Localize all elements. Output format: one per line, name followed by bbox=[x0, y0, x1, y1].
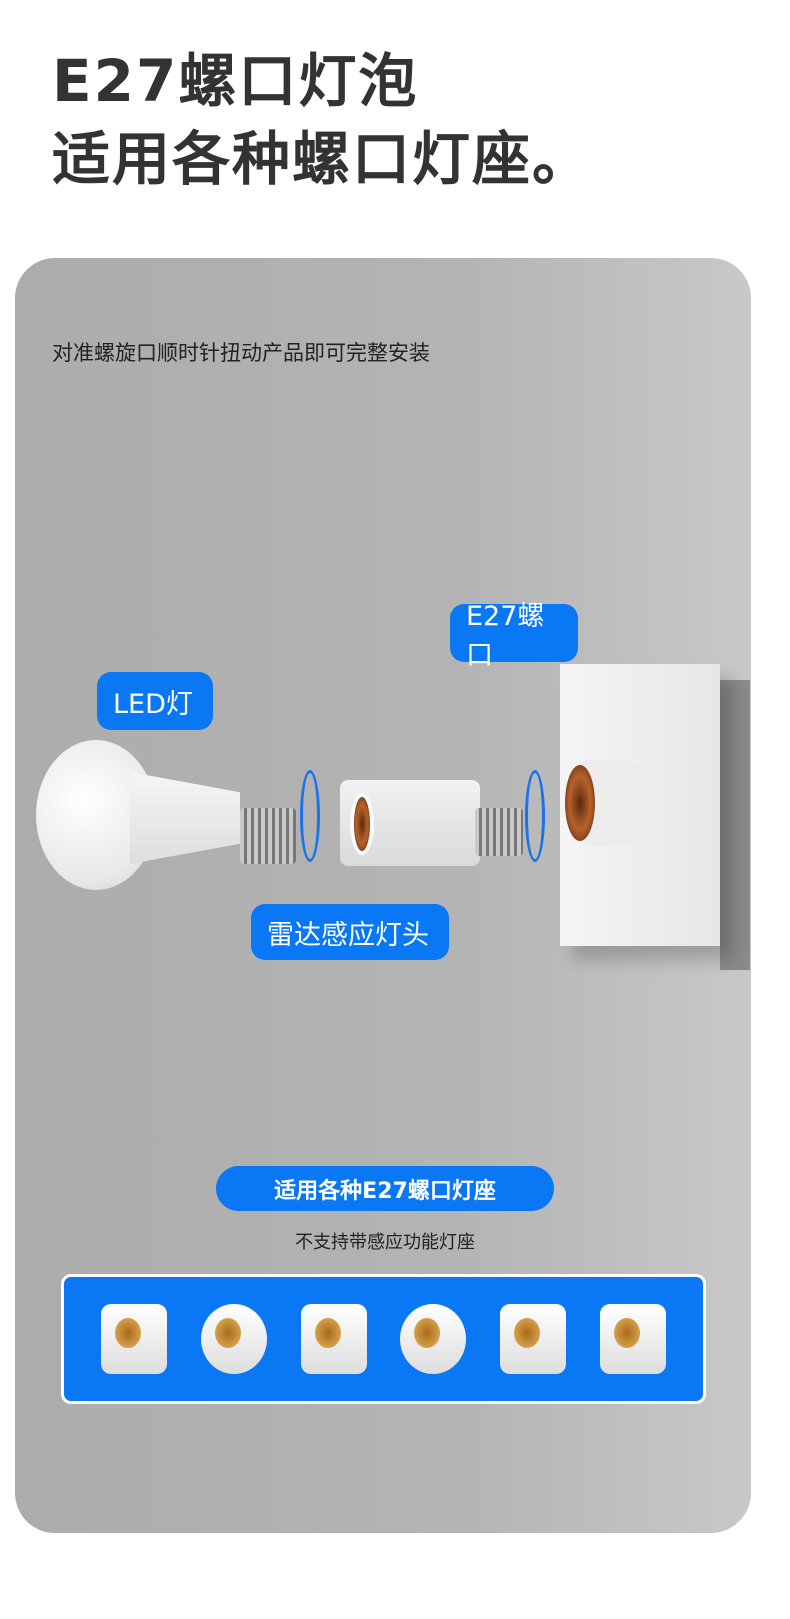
title-line-1: E27螺口灯泡 bbox=[52, 47, 419, 115]
screw-ring-socket-image bbox=[400, 1304, 467, 1374]
wall-edge bbox=[720, 680, 750, 970]
label-e27: E27螺口 bbox=[450, 601, 578, 671]
square-socket-image bbox=[100, 1304, 167, 1374]
rotate-arrow-icon bbox=[300, 770, 320, 862]
wall-mount-socket-image bbox=[300, 1304, 367, 1374]
title-line-2: 适用各种螺口灯座。 bbox=[52, 125, 593, 193]
compat-title: 适用各种E27螺口灯座 bbox=[216, 1166, 554, 1211]
label-led: LED灯 bbox=[97, 672, 213, 730]
round-socket-image bbox=[200, 1304, 267, 1374]
socket-types-tray bbox=[61, 1274, 706, 1404]
rotate-arrow-icon bbox=[525, 770, 545, 862]
bulb-screw-base bbox=[240, 808, 296, 864]
adapter-screw-base bbox=[475, 808, 523, 856]
install-instruction: 对准螺旋口顺时针扭动产品即可完整安装 bbox=[52, 341, 430, 365]
label-radar: 雷达感应灯头 bbox=[251, 904, 449, 960]
angled-socket-image bbox=[500, 1304, 567, 1374]
compat-note: 不支持带感应功能灯座 bbox=[295, 1232, 475, 1253]
adapter-socket-hole bbox=[350, 793, 374, 855]
switch-cord-socket-image bbox=[600, 1304, 667, 1374]
wall-socket-hole bbox=[565, 765, 595, 841]
